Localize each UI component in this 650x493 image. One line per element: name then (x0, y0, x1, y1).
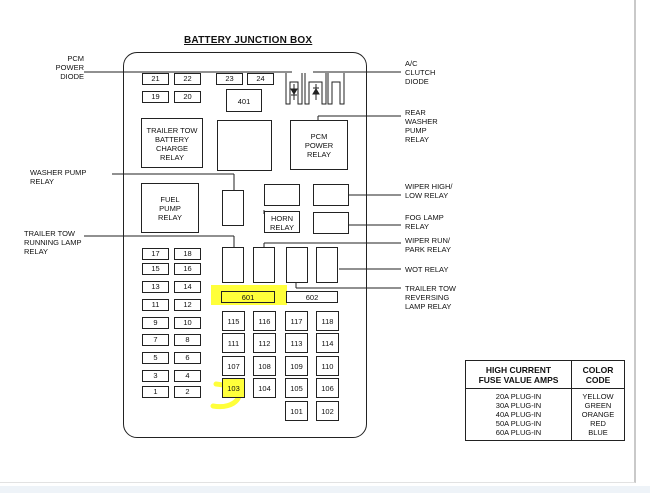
fuse-16: 16 (174, 263, 201, 275)
fuse-114: 114 (316, 333, 339, 353)
fuse-602: 602 (286, 291, 338, 303)
fuse-17: 17 (142, 248, 169, 260)
fuse-103: 103 (222, 378, 245, 398)
label-wiper-high-low-relay: WIPER HIGH/ LOW RELAY (405, 182, 453, 200)
fuse-109: 109 (285, 356, 308, 376)
fuse-12: 12 (174, 299, 201, 311)
fuse-6: 6 (174, 352, 201, 364)
fuse-22: 22 (174, 73, 201, 85)
fuse-117: 117 (285, 311, 308, 331)
fuse-112: 112 (253, 333, 276, 353)
fuse-24: 24 (247, 73, 274, 85)
fuse-113: 113 (285, 333, 308, 353)
fuse-5: 5 (142, 352, 169, 364)
label-fog-lamp-relay: FOG LAMP RELAY (405, 213, 444, 231)
fuse-21: 21 (142, 73, 169, 85)
wot-relay-slot (316, 247, 338, 283)
fuse-7: 7 (142, 334, 169, 346)
bottom-strip (0, 486, 650, 493)
legend-colors-list: YELLOW GREEN ORANGE RED BLUE (571, 388, 625, 441)
rear-washer-pump-relay-slot (264, 184, 300, 206)
fuse-115: 115 (222, 311, 245, 331)
wiper-high-low-relay-slot (313, 184, 349, 206)
fuse-13: 13 (142, 281, 169, 293)
fuse-102: 102 (316, 401, 339, 421)
fuel-pump-relay: FUEL PUMP RELAY (141, 183, 199, 233)
pcm-power-relay: PCM POWER RELAY (290, 120, 348, 170)
horn-relay: HORN RELAY (264, 211, 300, 233)
fog-lamp-relay-slot (313, 212, 349, 234)
fuse-2: 2 (174, 386, 201, 398)
fuse-23: 23 (216, 73, 243, 85)
label-ac-clutch-diode: A/C CLUTCH DIODE (405, 59, 436, 86)
fuse-18: 18 (174, 248, 201, 260)
fuse-101: 101 (285, 401, 308, 421)
fuse-10: 10 (174, 317, 201, 329)
legend-amps-list: 20A PLUG-IN 30A PLUG-IN 40A PLUG-IN 50A … (465, 388, 572, 441)
wiper-run-park-relay-slot (253, 247, 275, 283)
fuse-20: 20 (174, 91, 201, 103)
empty-relay-slot (217, 120, 272, 171)
fuse-104: 104 (253, 378, 276, 398)
fuse-8: 8 (174, 334, 201, 346)
fuse-601: 601 (221, 291, 275, 303)
label-trailer-tow-running-lamp-relay: TRAILER TOW RUNNING LAMP RELAY (24, 229, 82, 256)
fuse-14: 14 (174, 281, 201, 293)
fuse-118: 118 (316, 311, 339, 331)
fuse-105: 105 (285, 378, 308, 398)
fuse-19: 19 (142, 91, 169, 103)
label-trailer-tow-reversing-lamp-relay: TRAILER TOW REVERSING LAMP RELAY (405, 284, 456, 311)
trailer-tow-reversing-lamp-relay-slot (286, 247, 308, 283)
fuse-4: 4 (174, 370, 201, 382)
fuse-106: 106 (316, 378, 339, 398)
label-wiper-run-park-relay: WIPER RUN/ PARK RELAY (405, 236, 451, 254)
label-wot-relay: WOT RELAY (405, 265, 449, 274)
fuse-color-legend: HIGH CURRENT FUSE VALUE AMPS COLOR CODE … (465, 360, 625, 441)
legend-header-amps: HIGH CURRENT FUSE VALUE AMPS (465, 360, 572, 389)
fuse-3: 3 (142, 370, 169, 382)
trailer-tow-running-lamp-relay-slot (222, 247, 244, 283)
highlight-601 (211, 285, 287, 305)
fuse-11: 11 (142, 299, 169, 311)
fuse-1: 1 (142, 386, 169, 398)
fuse-111: 111 (222, 333, 245, 353)
label-pcm-power-diode: PCM POWER DIODE (55, 54, 84, 81)
page-frame (0, 0, 636, 483)
fuse-108: 108 (253, 356, 276, 376)
fuse-110: 110 (316, 356, 339, 376)
diagram-title: BATTERY JUNCTION BOX (184, 35, 313, 46)
fuse-9: 9 (142, 317, 169, 329)
legend-header-color: COLOR CODE (571, 360, 625, 389)
label-washer-pump-relay: WASHER PUMP RELAY (30, 168, 87, 186)
fuse-107: 107 (222, 356, 245, 376)
fuse-401: 401 (226, 89, 262, 112)
trailer-tow-battery-charge-relay: TRAILER TOW BATTERY CHARGE RELAY (141, 118, 203, 168)
junction-box-outline (123, 52, 367, 438)
fuse-15: 15 (142, 263, 169, 275)
label-rear-washer-pump-relay: REAR WASHER PUMP RELAY (405, 108, 438, 144)
washer-pump-relay-slot (222, 190, 244, 226)
fuse-116: 116 (253, 311, 276, 331)
